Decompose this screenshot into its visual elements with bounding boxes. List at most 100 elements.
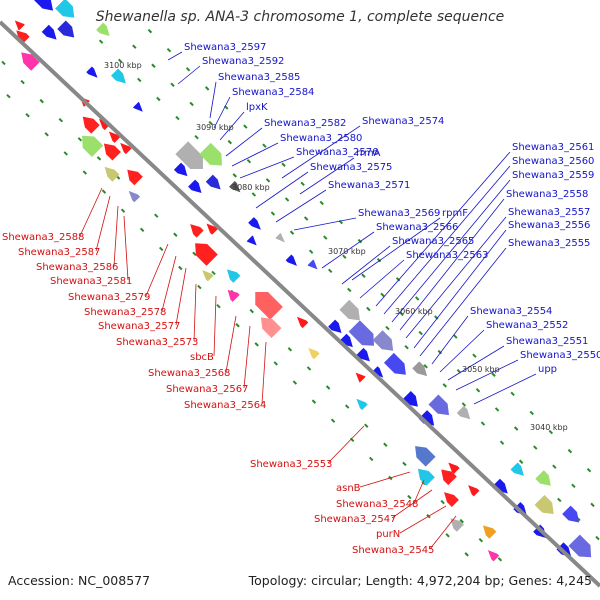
reverse-label-leader <box>399 505 447 534</box>
track-dot <box>139 227 145 233</box>
reverse-gene-arrow-shape <box>468 485 480 497</box>
track-dot <box>137 77 142 83</box>
forward-label-leader <box>255 171 309 209</box>
track-dot <box>170 82 175 88</box>
track-dot <box>571 483 576 488</box>
track-dot <box>385 325 390 331</box>
reverse-gene-block-shape <box>127 169 143 186</box>
reverse-gene-label: Shewana3_2553 <box>250 459 332 470</box>
reverse-label-leader <box>113 205 119 267</box>
forward-gene-block-shape <box>372 330 394 351</box>
track-dot <box>204 86 210 91</box>
track-dot <box>472 353 477 358</box>
track-dot <box>251 192 257 197</box>
track-dot <box>533 445 538 450</box>
reverse-gene-arrow <box>98 118 111 131</box>
track-dot <box>154 213 159 218</box>
reverse-gene-block <box>487 550 500 562</box>
forward-label-leader <box>431 315 469 365</box>
reverse-gene-arrow-shape <box>355 372 366 383</box>
track-dot <box>510 391 515 397</box>
forward-label-leader <box>321 231 375 269</box>
track-dot <box>173 232 178 237</box>
reverse-gene-label: Shewana3_2578 <box>84 307 166 318</box>
forward-gene-label: Shewana3_2558 <box>506 189 588 200</box>
forward-gene-block <box>33 0 54 11</box>
reverse-gene-block-shape <box>487 550 500 562</box>
track-dot <box>166 47 172 53</box>
track-dot <box>281 162 286 167</box>
forward-gene-arrow <box>492 478 508 494</box>
forward-label-leader <box>455 359 519 391</box>
forward-gene-block-shape <box>534 494 554 515</box>
reverse-gene-label: Shewana3_2564 <box>184 400 266 411</box>
forward-gene-arrow <box>246 235 257 246</box>
forward-gene-block <box>96 22 110 37</box>
track-dot <box>132 44 137 49</box>
track-dot <box>328 268 333 274</box>
forward-gene-arrow <box>188 179 202 194</box>
track-dot <box>287 347 293 352</box>
reverse-gene-block <box>308 347 320 360</box>
track-dot <box>189 101 194 107</box>
reverse-gene-block-shape <box>260 317 282 338</box>
track-dot <box>303 216 309 221</box>
reverse-gene-block <box>255 292 283 320</box>
forward-gene-block <box>111 68 126 84</box>
forward-gene-label: Shewana3_2576 <box>296 147 378 158</box>
reverse-label-leader <box>429 515 457 550</box>
forward-label-leader <box>399 198 505 331</box>
track-dot <box>273 361 278 366</box>
forward-gene-block-shape <box>248 217 261 230</box>
forward-gene-label: Shewana3_2552 <box>486 320 568 331</box>
forward-label-leader <box>167 51 183 61</box>
forward-gene-label: rpmF <box>442 208 468 219</box>
label-leaders <box>79 51 537 550</box>
kbp-tick-label: 3050 kbp <box>462 365 500 374</box>
track-dot <box>265 178 271 183</box>
forward-gene-block <box>307 259 318 270</box>
reverse-gene-block <box>127 169 143 186</box>
reverse-label-leader <box>79 187 103 237</box>
track-dot <box>227 139 233 145</box>
track-dot <box>175 115 180 121</box>
forward-gene-label: Shewana3_2575 <box>310 162 392 173</box>
kbp-tick-label: 3040 kbp <box>530 423 568 432</box>
forward-gene-label: Shewana3_2571 <box>328 180 410 191</box>
forward-gene-block <box>285 254 297 266</box>
track-dot <box>513 426 519 431</box>
track-dot <box>289 230 295 235</box>
reverse-gene-label: sbcB <box>190 352 214 363</box>
reverse-gene-label: Shewana3_2545 <box>352 545 434 556</box>
reverse-gene-block-shape <box>415 446 436 467</box>
forward-gene-arrow-shape <box>492 478 508 494</box>
reverse-gene-block <box>444 492 459 507</box>
forward-gene-label: lpxK <box>246 102 268 113</box>
forward-gene-arrow-shape <box>246 235 257 246</box>
forward-label-leader <box>473 373 537 405</box>
forward-label-leader <box>359 259 405 299</box>
reverse-gene-block-shape <box>104 166 120 182</box>
track-dot <box>44 132 49 137</box>
reverse-label-leader <box>213 295 217 357</box>
track-dot <box>548 429 554 435</box>
forward-label-leader <box>383 165 511 315</box>
forward-gene-label: Shewana3_2563 <box>406 250 488 261</box>
track-dot <box>178 265 183 271</box>
reverse-gene-block <box>482 525 497 539</box>
forward-gene-block-shape <box>383 352 406 375</box>
track-dot <box>98 39 104 44</box>
reverse-gene-label: Shewana3_2577 <box>98 321 180 332</box>
kbp-tick-label: 3090 kbp <box>196 123 234 132</box>
forward-gene-arrow <box>328 319 342 334</box>
track-dot <box>120 208 126 213</box>
reverse-label-leader <box>193 283 197 342</box>
track-dot <box>586 468 592 473</box>
reverse-gene-block <box>260 317 282 338</box>
forward-gene-label: Shewana3_2597 <box>184 42 266 53</box>
reverse-gene-block <box>103 143 121 161</box>
track-dot <box>497 557 503 562</box>
reverse-gene-arrow <box>296 316 309 329</box>
forward-gene-block <box>510 462 524 476</box>
